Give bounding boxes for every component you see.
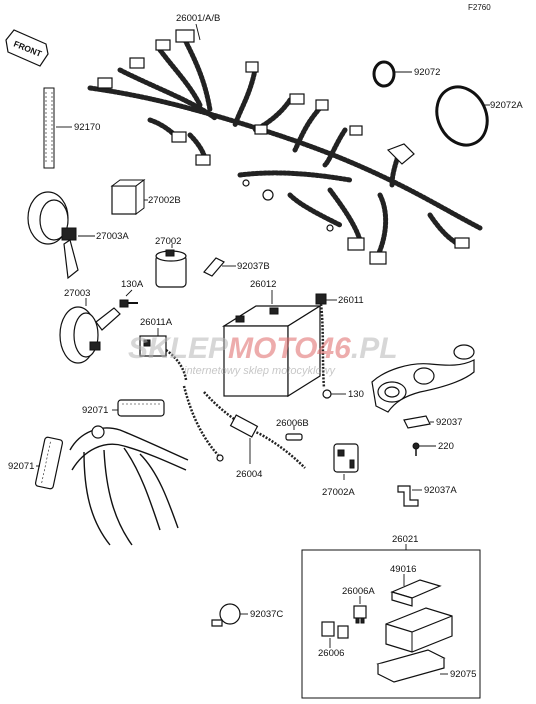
label-26001: 26001/A/B — [176, 13, 220, 24]
main-harness — [87, 37, 483, 258]
bolt-130A — [119, 299, 138, 308]
fuse-box-base-92075 — [376, 649, 446, 683]
fuse-box-body — [385, 607, 453, 653]
screw-220 — [412, 442, 420, 456]
frame-section — [69, 425, 189, 546]
fuse-26006B — [285, 433, 303, 441]
label-130A: 130A — [121, 279, 144, 290]
label-92037B: 92037B — [237, 261, 270, 272]
bracket-92037A — [397, 485, 419, 507]
label-92037A: 92037A — [424, 485, 457, 496]
fuse-box-cover-49016 — [390, 579, 442, 607]
label-26006B: 26006B — [276, 418, 309, 429]
clamp-92037B — [203, 257, 225, 277]
label-92170: 92170 — [74, 122, 100, 133]
watermark-brand-d: .PL — [351, 332, 398, 365]
label-27003A: 27003A — [96, 231, 129, 242]
label-26011A: 26011A — [140, 317, 173, 328]
watermark-tagline: internetowy sklep motocyklowy — [184, 365, 337, 377]
label-92072A: 92072A — [490, 100, 523, 111]
label-26004: 26004 — [236, 469, 262, 480]
label-92071-upper: 92071 — [82, 405, 108, 416]
clamp-92037 — [403, 415, 431, 429]
watermark-brand-b: MOTO — [228, 332, 317, 365]
watermark-brand-a: SKLEP — [128, 332, 229, 365]
steering-stem-head — [371, 344, 475, 413]
fuse-26006 — [321, 621, 349, 639]
relay-27002 — [155, 249, 187, 288]
label-27002: 27002 — [155, 236, 181, 247]
battery-26012 — [221, 304, 323, 398]
watermark: SKLEPMOTO46.PL internetowy sklep motocyk… — [128, 332, 398, 377]
figure-code: F2760 — [468, 3, 491, 12]
label-26021: 26021 — [392, 534, 418, 545]
label-130: 130 — [348, 389, 364, 400]
strap-92170 — [43, 87, 55, 169]
harness-connectors — [97, 29, 470, 265]
relay-27002A — [333, 443, 359, 473]
label-92072: 92072 — [414, 67, 440, 78]
cable-26011A — [139, 335, 188, 381]
front-arrow-icon: FRONT — [5, 29, 49, 67]
label-92037C: 92037C — [250, 609, 283, 620]
label-27002A: 27002A — [322, 487, 355, 498]
label-27002B: 27002B — [148, 195, 181, 206]
fuse-box-kit-26021 — [301, 549, 481, 699]
horn-27003A — [27, 191, 79, 280]
band-92072 — [372, 60, 396, 88]
label-26006: 26006 — [318, 648, 344, 659]
label-92037: 92037 — [436, 417, 462, 428]
clamp-92037C — [211, 603, 241, 627]
label-26006A: 26006A — [342, 586, 375, 597]
grommet-92071-lower — [34, 436, 64, 490]
fuse-26006A — [353, 605, 367, 624]
label-92075: 92075 — [450, 669, 476, 680]
label-27003: 27003 — [64, 288, 90, 299]
label-220: 220 — [438, 441, 454, 452]
label-92071-lower: 92071 — [8, 461, 34, 472]
watermark-brand-c: 46 — [316, 332, 351, 365]
svg-text:SKLEPMOTO46.PL: SKLEPMOTO46.PL — [128, 332, 398, 365]
cable-26011 — [315, 293, 332, 399]
label-26011: 26011 — [338, 295, 364, 306]
relay-27002B — [110, 179, 146, 215]
label-49016: 49016 — [390, 564, 416, 575]
horn-27003 — [59, 306, 121, 364]
wire-26004 — [182, 385, 306, 469]
label-26012: 26012 — [250, 279, 276, 290]
grommet-92071-upper — [117, 399, 165, 417]
band-92072A — [435, 85, 489, 147]
